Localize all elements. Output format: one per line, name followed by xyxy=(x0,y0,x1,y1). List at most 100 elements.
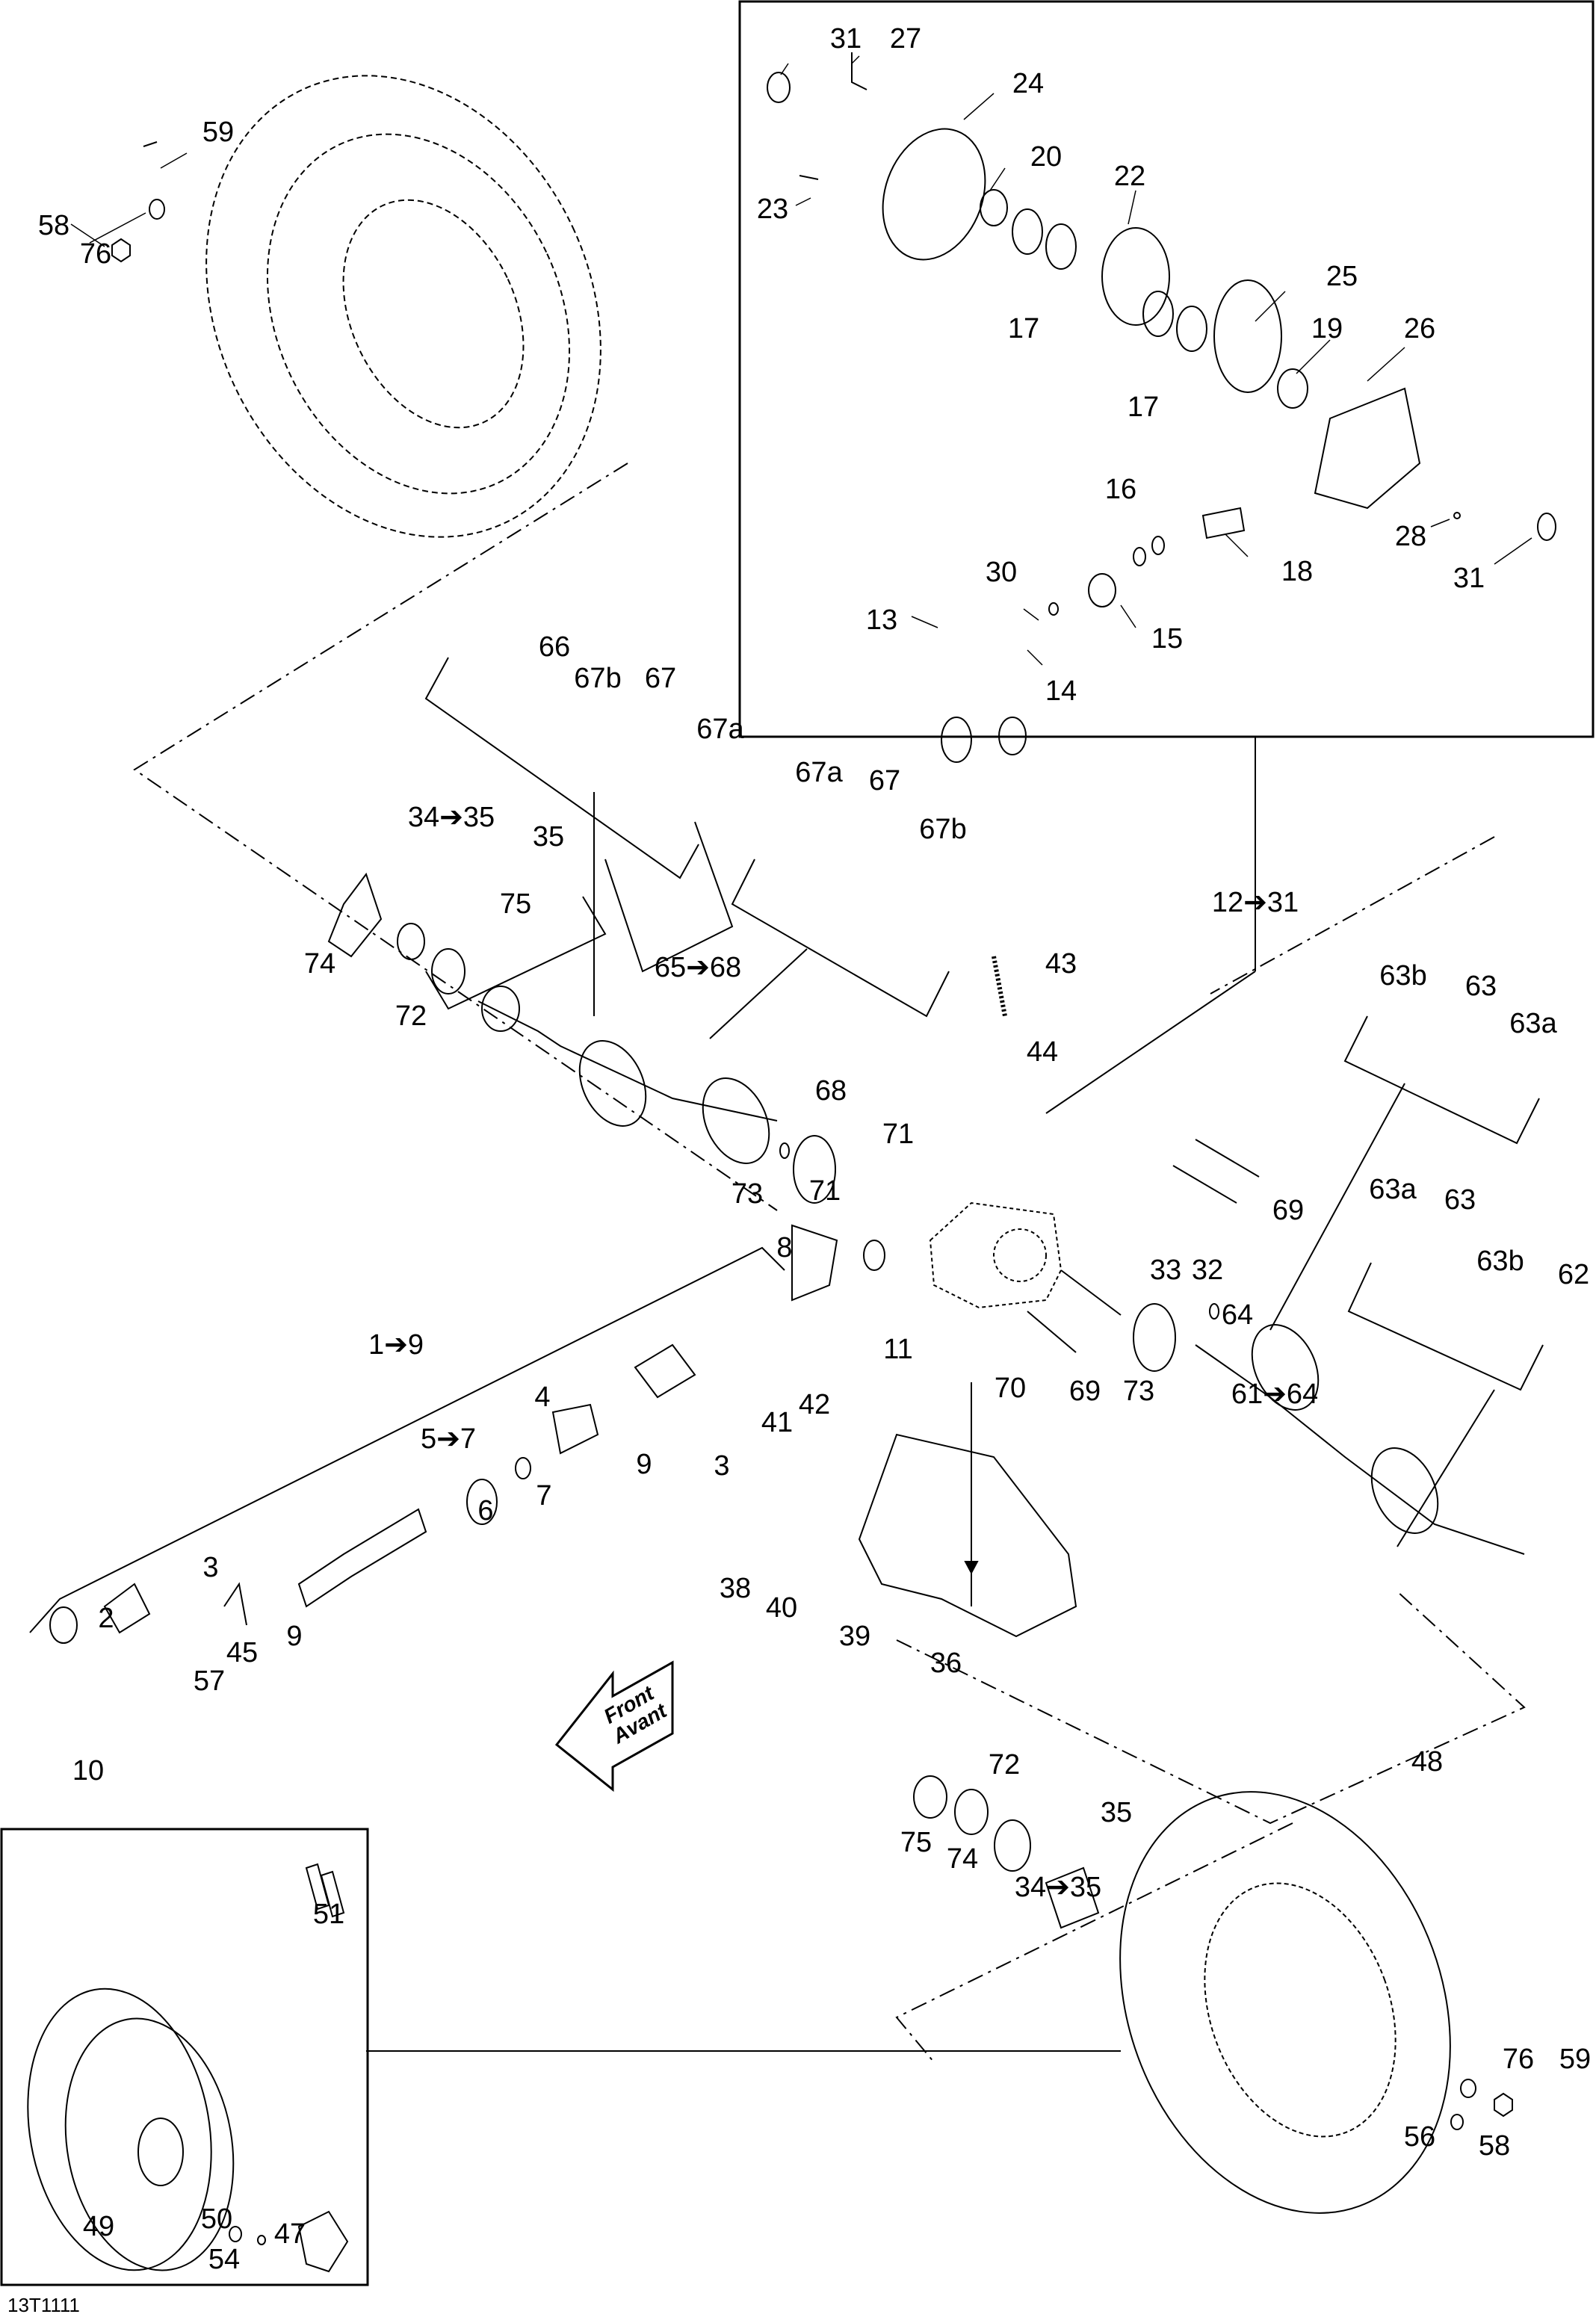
callout-5-7: 5➔7 xyxy=(420,1423,477,1455)
callout-10: 10 xyxy=(72,1755,105,1787)
callout-26: 26 xyxy=(1403,313,1436,344)
callout-63: 63 xyxy=(1464,971,1497,1002)
callout-31-b: 31 xyxy=(1453,563,1485,594)
callout-41: 41 xyxy=(761,1407,794,1438)
callout-9-b: 9 xyxy=(286,1621,303,1652)
callout-38: 38 xyxy=(719,1573,752,1604)
callout-14: 14 xyxy=(1045,675,1077,707)
callout-59-b: 59 xyxy=(1559,2044,1592,2075)
callout-63a-b: 63a xyxy=(1369,1174,1417,1205)
callout-2: 2 xyxy=(98,1603,114,1634)
callout-76-b: 76 xyxy=(1502,2044,1535,2075)
callout-68: 68 xyxy=(814,1075,847,1107)
callout-32: 32 xyxy=(1191,1255,1224,1286)
callout-40: 40 xyxy=(765,1592,798,1624)
callout-58-b: 58 xyxy=(1478,2130,1511,2162)
callout-24: 24 xyxy=(1012,68,1045,99)
callout-7: 7 xyxy=(536,1480,552,1512)
wheel-inset-frame xyxy=(0,1828,369,2286)
callout-75: 75 xyxy=(499,888,532,920)
lug-nut-top xyxy=(111,141,165,263)
callout-70: 70 xyxy=(994,1373,1027,1404)
callout-36: 36 xyxy=(930,1648,962,1679)
callout-8: 8 xyxy=(776,1232,793,1263)
callout-11: 11 xyxy=(883,1334,913,1365)
callout-35: 35 xyxy=(532,821,565,853)
front-direction-arrow xyxy=(554,1660,674,1792)
callout-67a: 67a xyxy=(696,714,744,745)
callout-56: 56 xyxy=(1403,2121,1436,2153)
callout-3-b: 3 xyxy=(202,1552,219,1583)
callout-69-b: 69 xyxy=(1068,1376,1101,1407)
callout-22: 22 xyxy=(1113,161,1146,192)
callout-69: 69 xyxy=(1272,1195,1305,1226)
skid-plate xyxy=(858,1382,1077,1638)
bracket-frames xyxy=(424,657,1544,1391)
callout-73-b: 73 xyxy=(1122,1376,1155,1407)
callout-49: 49 xyxy=(82,2211,115,2242)
callout-33: 33 xyxy=(1149,1255,1182,1286)
callout-63a: 63a xyxy=(1509,1008,1557,1039)
callout-17-b: 17 xyxy=(1127,392,1160,423)
callout-30: 30 xyxy=(985,557,1018,588)
front-right-tire xyxy=(913,1775,1513,2214)
callout-50: 50 xyxy=(200,2203,233,2235)
shaft-parts xyxy=(327,872,1525,1555)
callout-17: 17 xyxy=(1007,313,1040,344)
callout-76: 76 xyxy=(79,238,112,270)
callout-25: 25 xyxy=(1326,261,1358,292)
callout-67b: 67b xyxy=(574,663,622,694)
callout-1-9: 1➔9 xyxy=(368,1329,424,1361)
callout-39: 39 xyxy=(838,1621,871,1652)
callout-leaders xyxy=(70,55,1532,666)
assembly-leader-lines xyxy=(133,463,1526,2063)
callout-71: 71 xyxy=(882,1119,915,1150)
callout-72: 72 xyxy=(395,1000,427,1032)
callout-74: 74 xyxy=(303,948,336,980)
callout-20: 20 xyxy=(1030,141,1063,173)
callout-51: 51 xyxy=(312,1899,345,1930)
callout-43: 43 xyxy=(1045,948,1077,980)
callout-13: 13 xyxy=(865,604,898,636)
callout-74-b: 74 xyxy=(946,1843,979,1875)
callout-62: 62 xyxy=(1557,1259,1590,1290)
callout-58: 58 xyxy=(37,210,70,241)
callout-4: 4 xyxy=(534,1382,551,1413)
callout-15: 15 xyxy=(1151,623,1184,655)
callout-63-b: 63 xyxy=(1444,1184,1476,1216)
callout-27: 27 xyxy=(889,23,922,55)
callout-16: 16 xyxy=(1104,474,1137,505)
callout-59: 59 xyxy=(202,117,235,148)
callout-28: 28 xyxy=(1394,521,1427,552)
callout-6: 6 xyxy=(477,1495,494,1526)
callout-48: 48 xyxy=(1411,1746,1444,1778)
callout-63b: 63b xyxy=(1379,960,1427,992)
callout-44: 44 xyxy=(1026,1036,1059,1068)
rear-left-tire xyxy=(205,75,601,538)
callout-63b-b: 63b xyxy=(1476,1246,1524,1277)
callout-67b-b: 67b xyxy=(919,814,967,845)
callout-65-68: 65➔68 xyxy=(654,952,742,983)
differential-parts xyxy=(767,52,1556,763)
callout-3: 3 xyxy=(714,1450,730,1482)
callout-9: 9 xyxy=(636,1449,652,1480)
callout-12-31: 12➔31 xyxy=(1211,887,1299,918)
callout-19: 19 xyxy=(1311,313,1343,344)
callout-73: 73 xyxy=(731,1178,764,1210)
callout-54: 54 xyxy=(208,2244,241,2275)
callout-47: 47 xyxy=(273,2218,306,2250)
callout-57: 57 xyxy=(193,1665,226,1697)
gearbox-housing xyxy=(929,1201,1063,1309)
callout-72-b: 72 xyxy=(988,1749,1021,1781)
callout-67: 67 xyxy=(644,663,677,694)
callout-18: 18 xyxy=(1281,556,1314,587)
callout-66: 66 xyxy=(538,631,571,663)
callout-34-35: 34➔35 xyxy=(407,802,495,833)
callout-67-b: 67 xyxy=(868,765,901,796)
callout-42: 42 xyxy=(798,1389,831,1420)
callout-71-b: 71 xyxy=(808,1175,841,1207)
callout-31: 31 xyxy=(829,23,862,55)
drawing-code: 13T1111 xyxy=(7,2294,80,2316)
